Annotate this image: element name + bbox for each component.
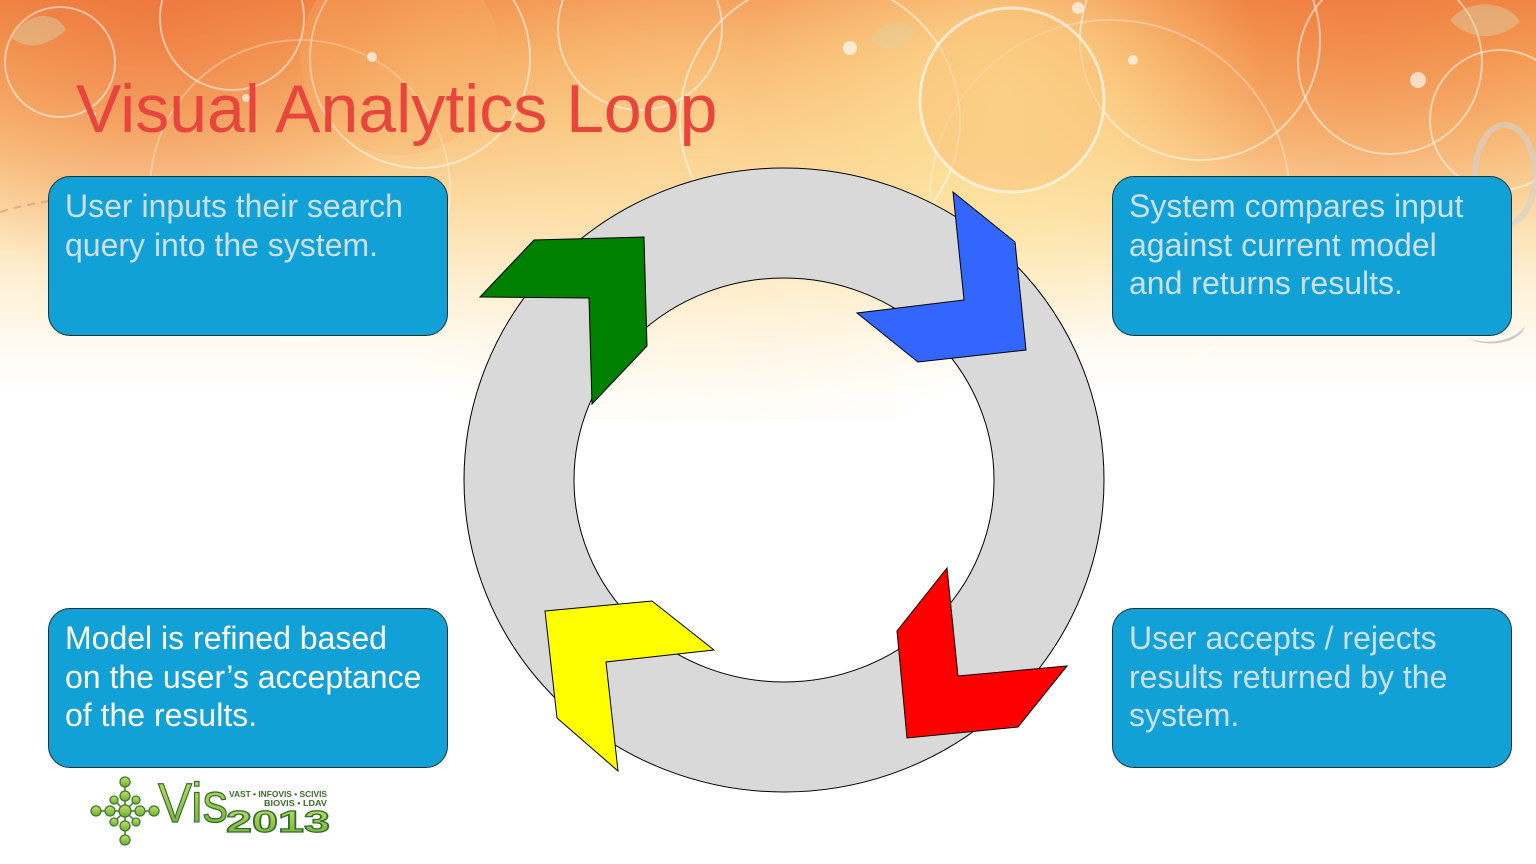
step-text-line: and returns results. [1129, 265, 1403, 301]
cycle-arrow-bottom-left-icon [544, 600, 716, 773]
step-text-line: on the user’s acceptance [65, 658, 422, 695]
step-box-system-compare: System compares input against current mo… [1112, 176, 1512, 336]
step-box-user-accept: User accepts / rejects results returned … [1112, 608, 1512, 768]
step-box-model-refine: Model is refined based on the user’s acc… [48, 608, 448, 768]
slide-title: Visual Analytics Loop [76, 71, 718, 147]
logo-tagline: BIOVIS • LDAV [264, 798, 327, 808]
vis2013-logo: Vis VAST • INFOVIS • SCIVIS BIOVIS • LDA… [90, 772, 331, 846]
logo-year: 2013 [226, 804, 330, 839]
step-text-line: system. [1129, 697, 1240, 733]
cycle-arrow-top-right-icon [855, 190, 1027, 363]
step-box-user-input: User inputs their search query into the … [48, 176, 448, 336]
step-text-line: Model is refined based [65, 620, 387, 656]
step-text-line: results returned by the [1129, 658, 1448, 695]
step-text-line: against current model [1129, 226, 1437, 263]
molecule-icon [90, 776, 160, 846]
step-text-line: of the results. [65, 697, 258, 733]
step-text-line: System compares input [1129, 188, 1464, 224]
cycle-arrow-top-left-icon [478, 236, 648, 406]
step-text-line: query into the system. [65, 226, 379, 263]
logo-tagline: VAST • INFOVIS • SCIVIS [229, 789, 327, 799]
step-text-line: User inputs their search [65, 188, 403, 224]
logo-wordmark: Vis [158, 772, 228, 834]
step-text-line: User accepts / rejects [1129, 620, 1437, 656]
cycle-arrow-bottom-right-icon [896, 566, 1069, 739]
